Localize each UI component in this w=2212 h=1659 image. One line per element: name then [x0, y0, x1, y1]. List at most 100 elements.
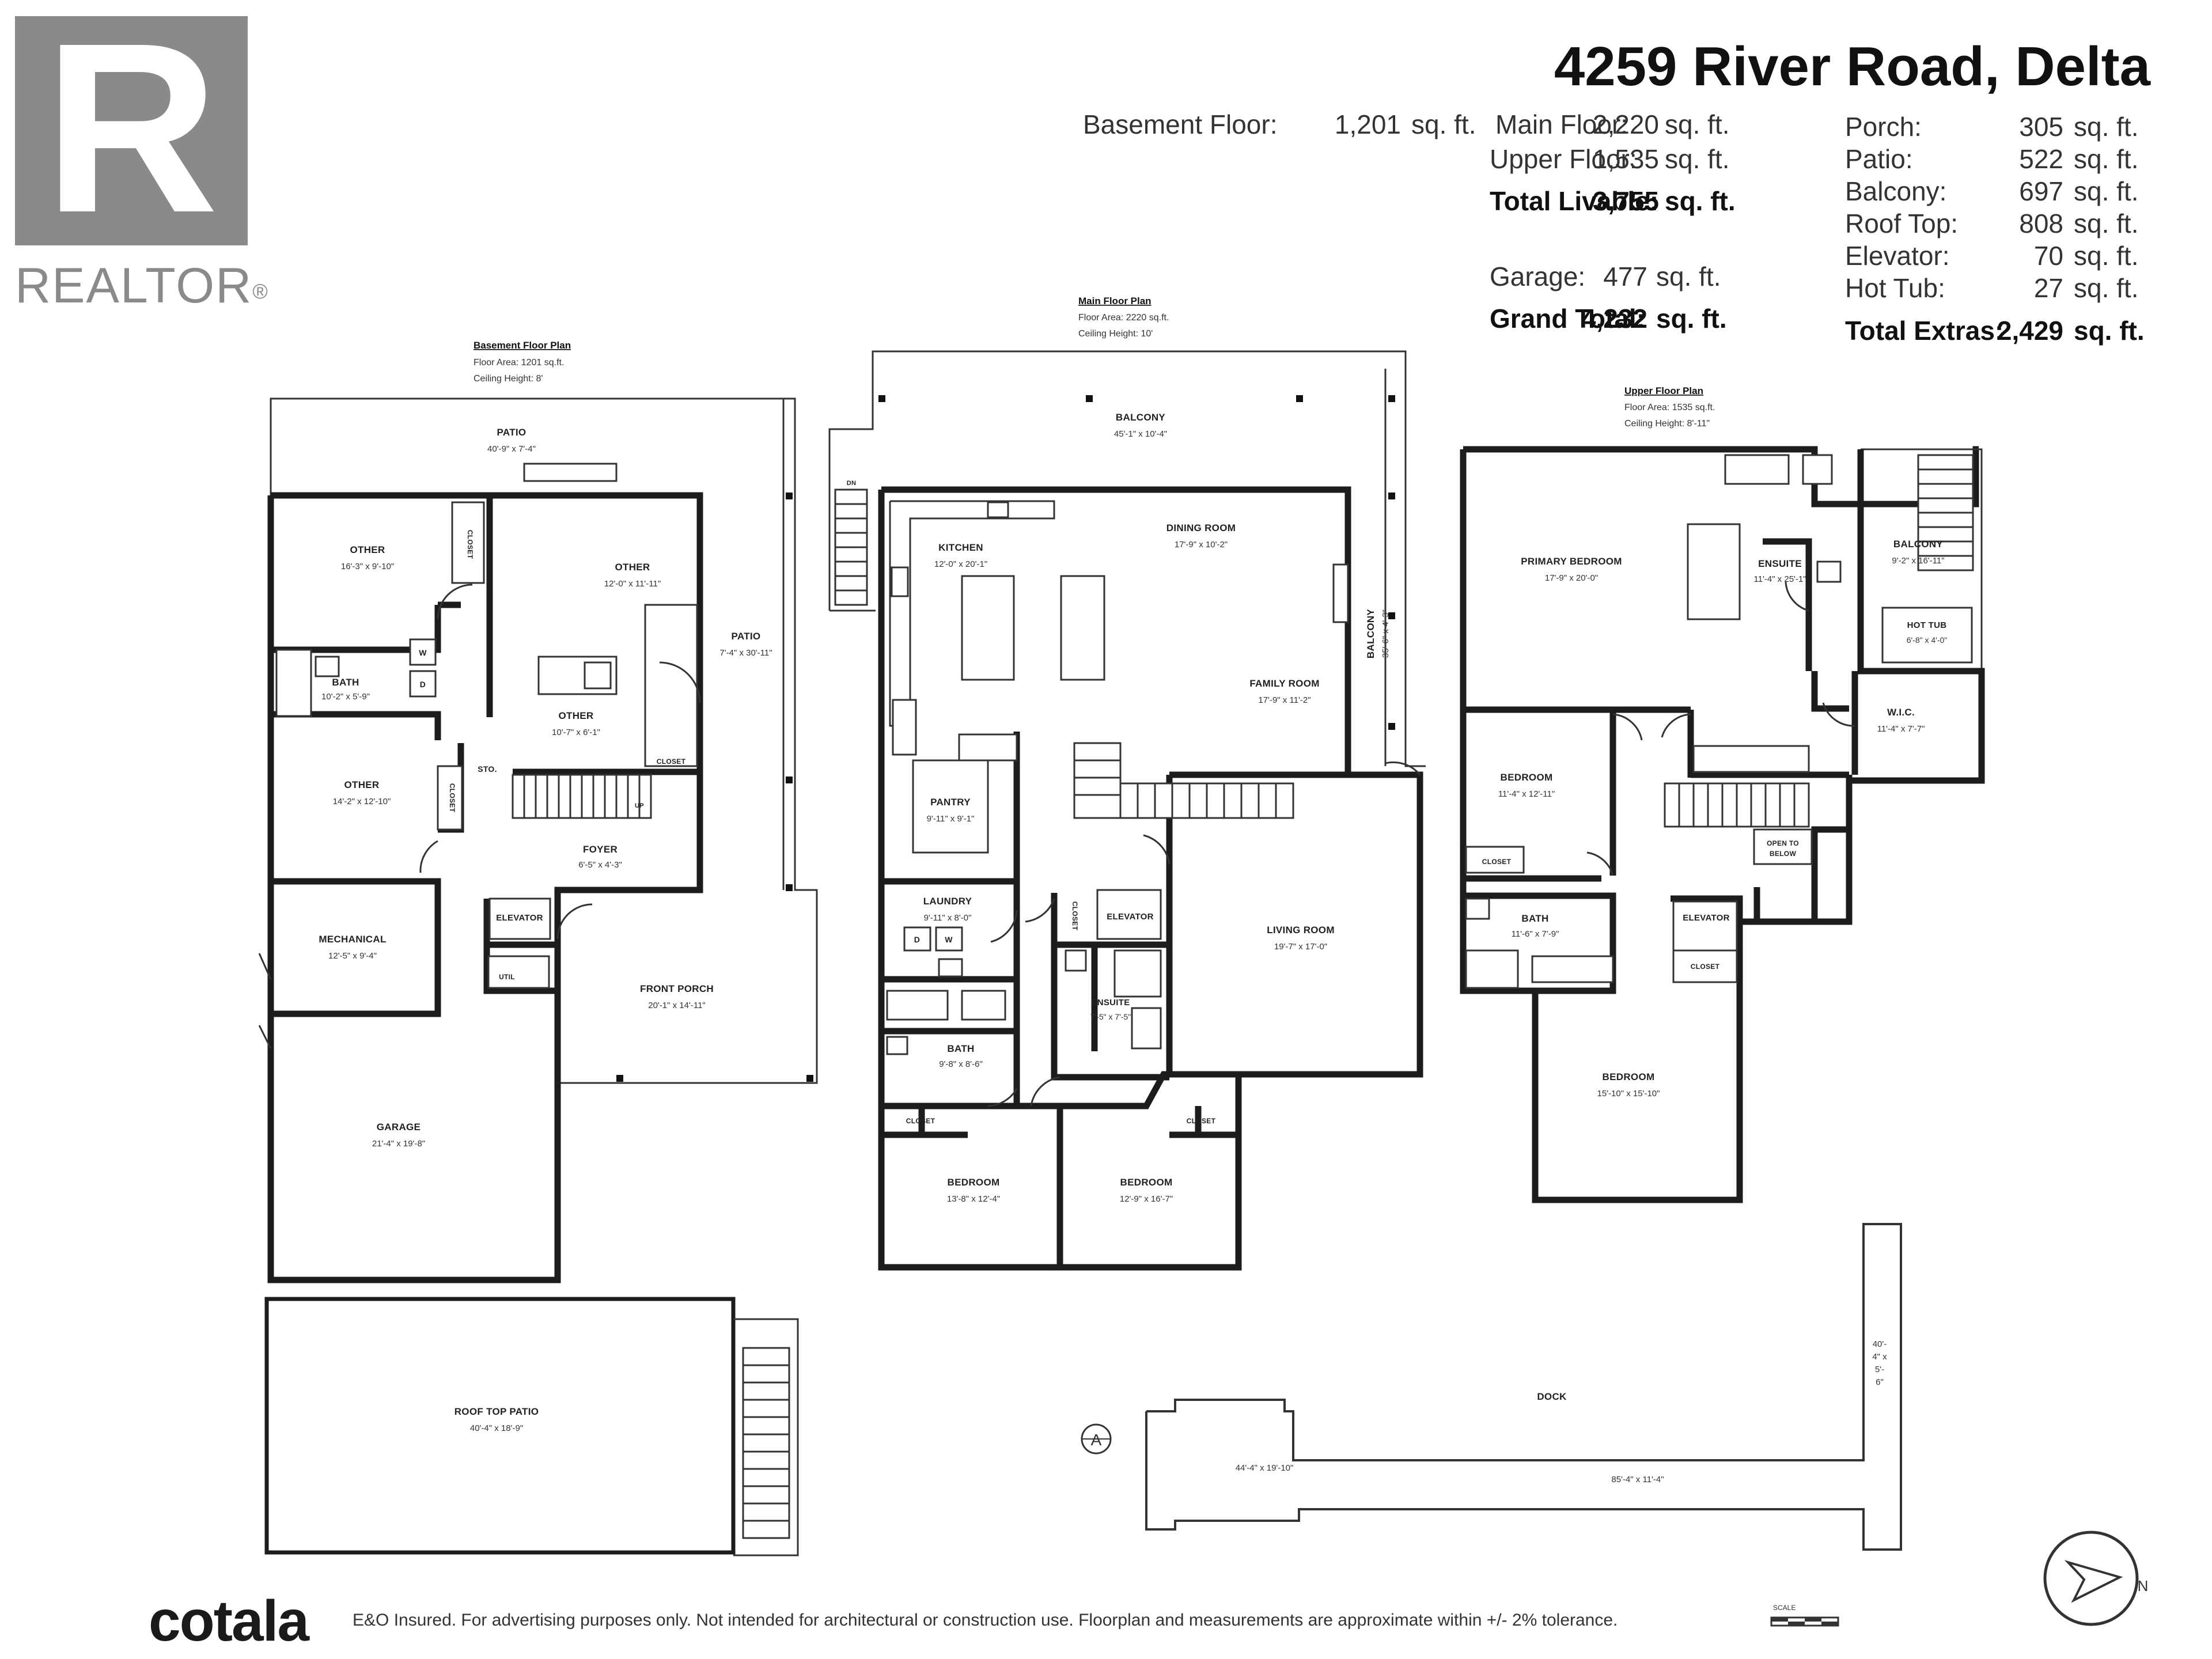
- room-dims: 20'-1" x 14'-11": [648, 1001, 706, 1010]
- north-arrow-label: N: [2138, 1577, 2149, 1594]
- main-wall: [1051, 893, 1169, 1081]
- room-dims: 16'-3" x 9'-10": [341, 562, 394, 571]
- room-dims: 40'-9" x 7'-4": [487, 444, 536, 454]
- room-dims: 13'-8" x 12'-4": [947, 1194, 1000, 1204]
- extra-patio-unit: sq. ft.: [2074, 144, 2138, 174]
- upper-exterior-wall: [1463, 446, 1979, 507]
- door-swing: [990, 910, 1018, 943]
- extra-porch-value: 305: [2019, 112, 2063, 142]
- stove: [891, 566, 909, 597]
- room-name: CLOSET: [466, 530, 474, 559]
- post: [786, 493, 793, 499]
- vanity: [1692, 745, 1810, 773]
- scale-bar: SCALE: [1770, 1604, 1839, 1627]
- toilet: [1065, 949, 1087, 972]
- freestanding-tub: [1724, 454, 1790, 485]
- cooktop: [892, 699, 917, 756]
- room-dims: 21'-4" x 19'-8": [372, 1139, 425, 1149]
- closet-box: [1672, 949, 1738, 983]
- post: [1388, 612, 1395, 619]
- ensuite-vanity: [1131, 1007, 1162, 1050]
- room-name: OPEN TO: [1767, 839, 1799, 847]
- room-name: OTHER: [344, 779, 380, 790]
- dock-dims: 44'-4" x 19'-10": [1236, 1463, 1294, 1473]
- post: [786, 884, 793, 891]
- door-swing: [258, 1025, 272, 1049]
- total-extras-label: Total Extras:: [1845, 316, 2003, 346]
- realtor-logo-wordmark: REALTOR®: [15, 257, 269, 315]
- room-dims: 7'-4" x 30'-11": [719, 648, 772, 658]
- footer-disclaimer: E&O Insured. For advertising purposes on…: [353, 1611, 1618, 1630]
- room-name: CLOSET: [1691, 963, 1720, 971]
- room-name: BEDROOM: [1603, 1071, 1655, 1082]
- rooftop-stair-rail: [733, 1318, 799, 1556]
- extra-balcony-label: Balcony:: [1845, 176, 1946, 206]
- room-dims: 17'-9" x 20'-0": [1545, 573, 1598, 583]
- extra-balcony-value: 697: [2019, 176, 2063, 206]
- total-livable-label: Total Livable:: [1490, 186, 1658, 216]
- upper-plan-ceiling: Ceiling Height: 8'-11": [1624, 419, 1710, 429]
- counter: [644, 604, 698, 767]
- main-stairs: [1073, 742, 1294, 819]
- room-name: BEDROOM: [1501, 772, 1553, 783]
- kitchen-sink: [987, 501, 1009, 518]
- dock-dims: 5'-: [1875, 1365, 1884, 1374]
- extra-patio-value: 522: [2019, 144, 2063, 174]
- room-name: LIVING ROOM: [1267, 925, 1335, 935]
- basement-exterior-wall: [267, 495, 561, 1283]
- room-name: CLOSET: [1071, 902, 1079, 931]
- room-dims: 10'-7" x 6'-1": [552, 728, 600, 737]
- ensuite-shower: [1113, 949, 1162, 998]
- extra-rooftop-label: Roof Top:: [1845, 209, 1958, 238]
- room-name: BEDROOM: [1120, 1177, 1173, 1188]
- room-name: BALCONY: [1116, 412, 1166, 423]
- pantry-shelf: [958, 733, 1018, 762]
- upper-floor-value: 1,535: [1593, 144, 1659, 174]
- upper-wall: [1811, 781, 1853, 922]
- section-marker: A: [1081, 1423, 1112, 1455]
- room-dims: 11'-4" x 25'-1": [1753, 574, 1806, 584]
- basement-plan-title: Basement Floor Plan: [474, 340, 571, 351]
- room-name: OTHER: [615, 562, 650, 573]
- room-name: OTHER: [350, 544, 385, 555]
- room-name: BEDROOM: [948, 1177, 1000, 1188]
- room-name: DINING ROOM: [1166, 522, 1236, 533]
- main-balcony-outline: [828, 350, 1426, 767]
- toilet: [315, 656, 340, 677]
- basement-wall: [271, 711, 441, 740]
- toilet: [1465, 897, 1490, 920]
- basement-floor-plan: Basement Floor Plan Floor Area: 1201 sq.…: [258, 340, 818, 1556]
- elevator-box: [1096, 889, 1162, 940]
- shower: [1802, 454, 1833, 485]
- main-floor-value: 2,220: [1593, 109, 1659, 139]
- room-dims: 6'-5" x 4'-3": [578, 860, 622, 870]
- shower: [1465, 949, 1519, 989]
- basement-patio-outline: [270, 397, 818, 1084]
- upper-floor-plan: Upper Floor Plan Floor Area: 1535 sq.ft.…: [1460, 385, 1985, 1203]
- extra-hottub-unit: sq. ft.: [2074, 273, 2138, 303]
- hot-tub: [1881, 607, 1973, 664]
- room-dims: 9'-8" x 8'-6": [939, 1059, 983, 1069]
- basement-floor-label: Basement Floor:: [1083, 109, 1277, 139]
- balcony-stairs: [834, 488, 868, 606]
- dryer: [409, 670, 437, 698]
- main-plan-area: Floor Area: 2220 sq.ft.: [1078, 313, 1169, 323]
- garage-unit: sq. ft.: [1656, 262, 1721, 291]
- dryer-marker: D: [420, 680, 426, 689]
- upper-wall: [1763, 538, 1812, 576]
- room-dims: 35'-6" x 4'-3": [1381, 609, 1391, 658]
- room-dims: 11'-6" x 7'-9": [1512, 929, 1559, 939]
- room-name: MECHANICAL: [319, 934, 386, 945]
- door-swing: [987, 1088, 1018, 1107]
- upper-balcony-outline: [1861, 448, 1983, 671]
- room-name: FAMILY ROOM: [1249, 678, 1319, 689]
- balcony-upper-stairs: [1917, 454, 1974, 571]
- sink: [584, 661, 612, 690]
- room-dims: 11'-4" x 7'-7": [1877, 724, 1925, 734]
- room-dims: 12'-0" x 11'-11": [604, 579, 661, 589]
- grand-total-value: 4,232: [1581, 304, 1647, 334]
- upper-exterior-wall: [1460, 449, 1985, 1203]
- main-plan-title: Main Floor Plan: [1078, 296, 1152, 306]
- door-swing: [1612, 713, 1643, 741]
- room-dims: 17'-9" x 10'-2": [1175, 540, 1228, 550]
